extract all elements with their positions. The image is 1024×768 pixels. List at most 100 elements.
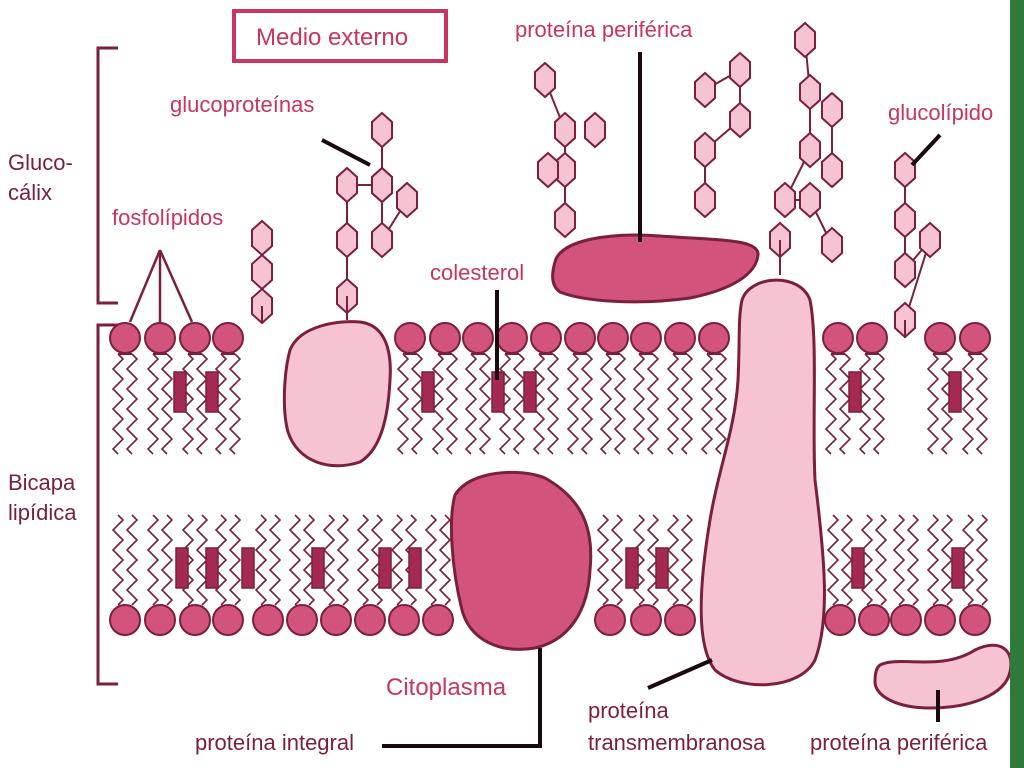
fatty-acid-tail xyxy=(860,514,874,606)
sugar-unit xyxy=(251,219,273,257)
fatty-acid-tail xyxy=(680,514,694,606)
fatty-acid-tail xyxy=(322,514,336,606)
cholesterol-molecule xyxy=(625,547,639,589)
fatty-acid-tail xyxy=(160,514,174,606)
proteina-transmembranosa-label-line1: proteína xyxy=(588,698,669,723)
proteina-periferica-top-label: proteína periférica xyxy=(515,17,693,42)
glucolipido-label: glucolípido xyxy=(888,100,993,125)
cholesterol-molecule xyxy=(851,547,865,589)
phospholipid-head xyxy=(422,604,454,636)
phospholipid-head xyxy=(179,604,211,636)
medio-externo-label: Medio externo xyxy=(256,24,408,51)
fatty-acid-tail xyxy=(961,514,975,606)
fatty-acid-tail xyxy=(396,353,410,455)
fatty-acid-tail xyxy=(975,353,989,455)
phospholipid-head xyxy=(924,604,956,636)
sugar-unit xyxy=(821,226,843,264)
colesterol-label: colesterol xyxy=(430,260,524,285)
fatty-acid-tail xyxy=(512,353,526,455)
fatty-acid-tail xyxy=(214,514,228,606)
phospholipid-head xyxy=(286,604,318,636)
phospholipid-head xyxy=(212,322,244,354)
sugar-unit xyxy=(729,51,751,89)
cholesterol-molecule xyxy=(655,547,669,589)
phospholipid-head xyxy=(530,322,562,354)
phospholipid-head xyxy=(594,604,626,636)
phospholipid-head xyxy=(109,322,141,354)
cholesterol-molecule xyxy=(173,371,187,413)
sugar-unit xyxy=(799,181,821,219)
fatty-acid-tail xyxy=(632,353,646,455)
phospholipid-head xyxy=(354,604,386,636)
sugar-unit xyxy=(774,181,796,219)
fatty-acid-tail xyxy=(613,353,627,455)
phospholipid-head xyxy=(890,604,922,636)
fatty-acid-tail xyxy=(532,353,546,455)
fatty-acid-tail xyxy=(596,514,610,606)
phospholipid-head xyxy=(109,604,141,636)
fatty-acid-tail xyxy=(146,514,160,606)
fatty-acid-tail xyxy=(599,353,613,455)
fosfolipidos-label: fosfolípidos xyxy=(112,205,223,230)
cholesterol-molecule xyxy=(311,547,325,589)
fatty-acid-tail xyxy=(646,353,660,455)
sugar-unit xyxy=(919,221,941,259)
cholesterol-molecule xyxy=(378,547,392,589)
sugar-unit xyxy=(694,131,716,169)
sugar-unit xyxy=(694,181,716,219)
fatty-acid-tail xyxy=(160,353,174,455)
cholesterol-molecule xyxy=(523,371,537,413)
sugar-unit xyxy=(251,253,273,291)
fatty-acid-tail xyxy=(566,353,580,455)
integral-protein-bottom xyxy=(449,470,593,651)
fatty-acid-tail xyxy=(632,514,646,606)
medio-externo-box xyxy=(232,9,448,63)
fatty-acid-tail xyxy=(906,514,920,606)
sugar-unit xyxy=(821,91,843,129)
fatty-acid-tail xyxy=(336,514,350,606)
proteina-transmembranosa-label-line2: transmembranosa xyxy=(588,730,766,755)
fatty-acid-tail xyxy=(926,353,940,455)
phospholipid-head xyxy=(394,322,426,354)
cholesterol-molecule xyxy=(951,547,965,589)
fatty-acid-tail xyxy=(111,353,125,455)
fatty-acid-tail xyxy=(680,353,694,455)
sugar-unit xyxy=(894,251,916,289)
fosfolipidos-pointer xyxy=(128,249,194,323)
phospholipid-head xyxy=(496,322,528,354)
sugar-unit xyxy=(336,166,358,204)
fatty-acid-tail xyxy=(125,514,139,606)
bicapa-bracket xyxy=(96,323,118,686)
citoplasma-label: Citoplasma xyxy=(386,674,507,701)
fatty-acid-tail xyxy=(892,514,906,606)
cholesterol-molecule xyxy=(948,371,962,413)
fatty-acid-tail xyxy=(288,514,302,606)
sugar-unit xyxy=(799,131,821,169)
fatty-acid-tail xyxy=(228,353,242,455)
sugar-unit xyxy=(729,101,751,139)
fatty-acid-tail xyxy=(714,353,728,455)
phospholipid-head xyxy=(212,604,244,636)
fatty-acid-tail xyxy=(424,514,438,606)
sugar-unit xyxy=(821,151,843,189)
fatty-acid-tail xyxy=(214,353,228,455)
phospholipid-head xyxy=(630,604,662,636)
sugar-unit xyxy=(794,21,816,59)
cholesterol-molecule xyxy=(421,371,435,413)
cholesterol-molecule xyxy=(848,371,862,413)
fatty-acid-tail xyxy=(254,514,268,606)
fatty-acid-tail xyxy=(431,353,445,455)
phospholipid-head xyxy=(959,322,991,354)
fatty-acid-tail xyxy=(181,514,195,606)
glucocalix-bracket xyxy=(96,46,118,305)
bicapa-label-line2: lipídica xyxy=(8,500,77,525)
fatty-acid-tail xyxy=(445,353,459,455)
phospholipid-head xyxy=(179,322,211,354)
sugar-link xyxy=(544,79,566,220)
phospholipid-head xyxy=(630,322,662,354)
sugar-unit xyxy=(894,151,916,189)
sugar-unit xyxy=(371,111,393,149)
transmembrane-protein xyxy=(699,278,826,687)
fatty-acid-tail xyxy=(111,514,125,606)
